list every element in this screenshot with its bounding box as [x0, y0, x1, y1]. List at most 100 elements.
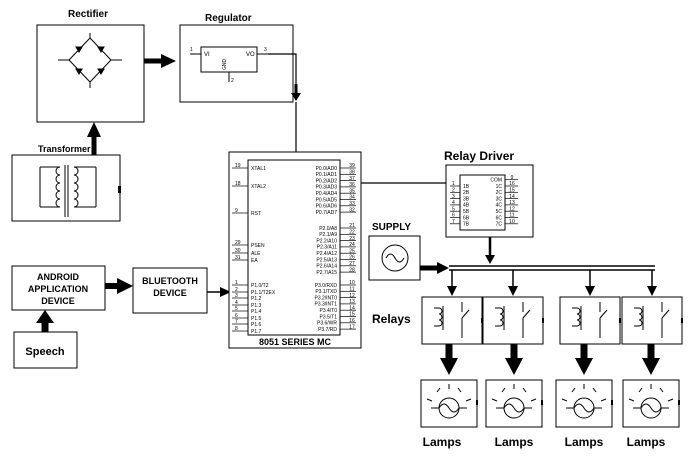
- relay-driver-right-pin-number: 12: [509, 206, 515, 212]
- mcu-right-pin-name: P2.6/A14: [316, 264, 337, 270]
- arrow-relay-to-lamp-head: [440, 358, 458, 375]
- relay-driver-left-pin-number: 2: [452, 188, 455, 194]
- mcu-left-pin-number: 31: [235, 255, 241, 261]
- regulator-chip: [200, 46, 258, 73]
- regulator-pin-vi: VI: [204, 52, 210, 58]
- relay-driver-left-pin-number: 4: [452, 200, 455, 206]
- mcu-right-pin-number: 10: [349, 280, 355, 286]
- mcu-right-pin-number: 12: [349, 293, 355, 299]
- relay-driver-left-pin-name: 2B: [463, 190, 470, 196]
- mcu-left-pin-number: 18: [235, 181, 241, 187]
- mcu-right-pin-number: 32: [349, 207, 355, 213]
- mcu-left-pin-name: RST: [251, 211, 261, 217]
- relay-driver-label: Relay Driver: [444, 149, 514, 163]
- mcu-right-pin-name: P0.4/AD4: [316, 191, 338, 197]
- arrow-relay-to-lamp-head: [505, 358, 523, 375]
- relay-driver-right-pin-name: 2C: [496, 190, 503, 196]
- rectifier-label: Rectifier: [68, 9, 108, 20]
- relay-bus: [449, 265, 655, 271]
- transformer-coil-icon: [39, 165, 97, 217]
- arrow-android-to-bluetooth: [105, 278, 133, 294]
- mcu-left-pin-name: XTAL1: [251, 166, 266, 172]
- relay-driver-left-pin-name: 6B: [463, 215, 470, 221]
- mcu-right-pin-name: P2.4/A12: [316, 251, 337, 257]
- regulator-label: Regulator: [205, 13, 252, 24]
- mcu-right-pin-name: P0.7/AD7: [316, 210, 338, 216]
- mcu-right-pin-number: 25: [349, 248, 355, 254]
- relay-driver-right-pin-number: 13: [509, 200, 515, 206]
- mcu-chip: [247, 159, 341, 336]
- relay-driver-left-pin-number: 5: [452, 206, 455, 212]
- relay-tap-arrowhead: [447, 286, 457, 296]
- relay-driver-left-pin-name: 5B: [463, 209, 470, 215]
- mcu-title: 8051 SERIES MC: [259, 337, 332, 347]
- mcu-left-pin-number: 29: [235, 240, 241, 246]
- mcu-right-pin-number: 15: [349, 312, 355, 318]
- arrow-relay-to-lamp-head: [642, 358, 660, 375]
- supply-label: SUPPLY: [372, 222, 411, 233]
- android-label-line3: DEVICE: [41, 296, 75, 306]
- mcu-left-pin-number: 7: [235, 319, 238, 325]
- mcu-right-pin-name: P0.6/AD6: [316, 204, 338, 210]
- transformer-label: Transformer: [38, 144, 91, 154]
- relay-driver-right-pin-name: 1C: [496, 184, 503, 190]
- mcu-right-pin-number: 36: [349, 182, 355, 188]
- relay-switch-icon: [559, 296, 621, 345]
- lamp-label: Lamps: [565, 435, 604, 449]
- relay-driver-left-pin-number: 1: [452, 181, 455, 187]
- relay-driver-right-pin-number: 11: [509, 213, 514, 219]
- bluetooth-label-line2: DEVICE: [153, 288, 187, 298]
- mcu-right-pin-name: P0.0/AD0: [316, 166, 338, 172]
- mcu-right-pin-name: P3.7/RD: [318, 327, 337, 333]
- mcu-left-pin-name: PSEN: [251, 243, 265, 249]
- mcu-right-pin-name: P3.1/TXD: [315, 289, 337, 295]
- arrow-supply-to-bus: [420, 262, 449, 274]
- mcu-right-pin-name: P0.3/AD3: [316, 185, 338, 191]
- mcu-right-pin-number: 38: [349, 170, 355, 176]
- mcu-right-pin-name: P3.6/WR: [317, 321, 337, 327]
- mcu-left-pin-name: P1.2: [251, 296, 262, 302]
- android-label-line2: APPLICATION: [28, 284, 88, 294]
- mcu-right-pin-name: P2.0/A8: [319, 226, 337, 232]
- relay-driver-right-pin-name: 4C: [496, 203, 503, 209]
- mcu-left-pin-number: 2: [235, 287, 238, 293]
- relay-driver-right-pin-number: 16: [509, 181, 515, 187]
- mcu-right-pin-number: 34: [349, 195, 355, 201]
- android-label-line1: ANDROID: [37, 272, 79, 282]
- relay-driver-right-pin-name: COM: [490, 178, 502, 184]
- relay-driver-chip: [459, 174, 506, 231]
- relay-driver-right-pin-number: 10: [509, 219, 515, 225]
- mcu-left-pin-name: P1.4: [251, 309, 262, 315]
- regulator-pin-vo: VO: [246, 52, 255, 58]
- relay-driver-right-pin-name: 3C: [496, 196, 503, 202]
- speech-block: Speech: [13, 331, 78, 369]
- relay-driver-right-pin-number: 14: [509, 194, 515, 200]
- mcu-right-pin-name: P2.3/A11: [317, 245, 337, 251]
- arrow-transformer-to-rectifier: [87, 122, 101, 155]
- mcu-right-pin-name: P2.2/A10: [316, 238, 337, 244]
- mcu-left-pin-number: 8: [235, 326, 238, 332]
- mcu-left-pin-number: 30: [235, 248, 241, 254]
- relay-lamp-column: Lamps: [621, 270, 683, 449]
- transformer-block: Transformer: [11, 144, 121, 222]
- mcu-right-pin-name: P2.5/A13: [316, 257, 337, 263]
- mcu-left-pin-number: 19: [235, 163, 241, 169]
- mcu-right-pin-name: P3.4/T0: [319, 308, 337, 314]
- mcu-left-pin-name: XTAL2: [251, 184, 266, 190]
- bridge-rectifier-icon: [58, 33, 122, 88]
- mcu-right-pin-name: P2.1/A9: [319, 232, 337, 238]
- mcu-left-pin-number: 6: [235, 313, 238, 319]
- relay-driver-right-pin-name: 7C: [496, 222, 503, 228]
- arrow-rectifier-to-regulator: [144, 54, 176, 68]
- mcu-right-pin-number: 28: [349, 267, 355, 273]
- mcu-left-pin-name: P1.6: [251, 322, 262, 328]
- mcu-right-pin-name: P2.7/A15: [316, 270, 337, 276]
- mcu-left-pin-number: 1: [235, 280, 238, 286]
- mcu-right-pin-name: P3.3/INT1: [314, 302, 337, 308]
- mcu-left-pin-name: P1.3: [251, 303, 262, 309]
- mcu-right-pin-name: P0.1/AD1: [316, 172, 338, 178]
- relay-driver-left-pin-name: 1B: [463, 184, 470, 190]
